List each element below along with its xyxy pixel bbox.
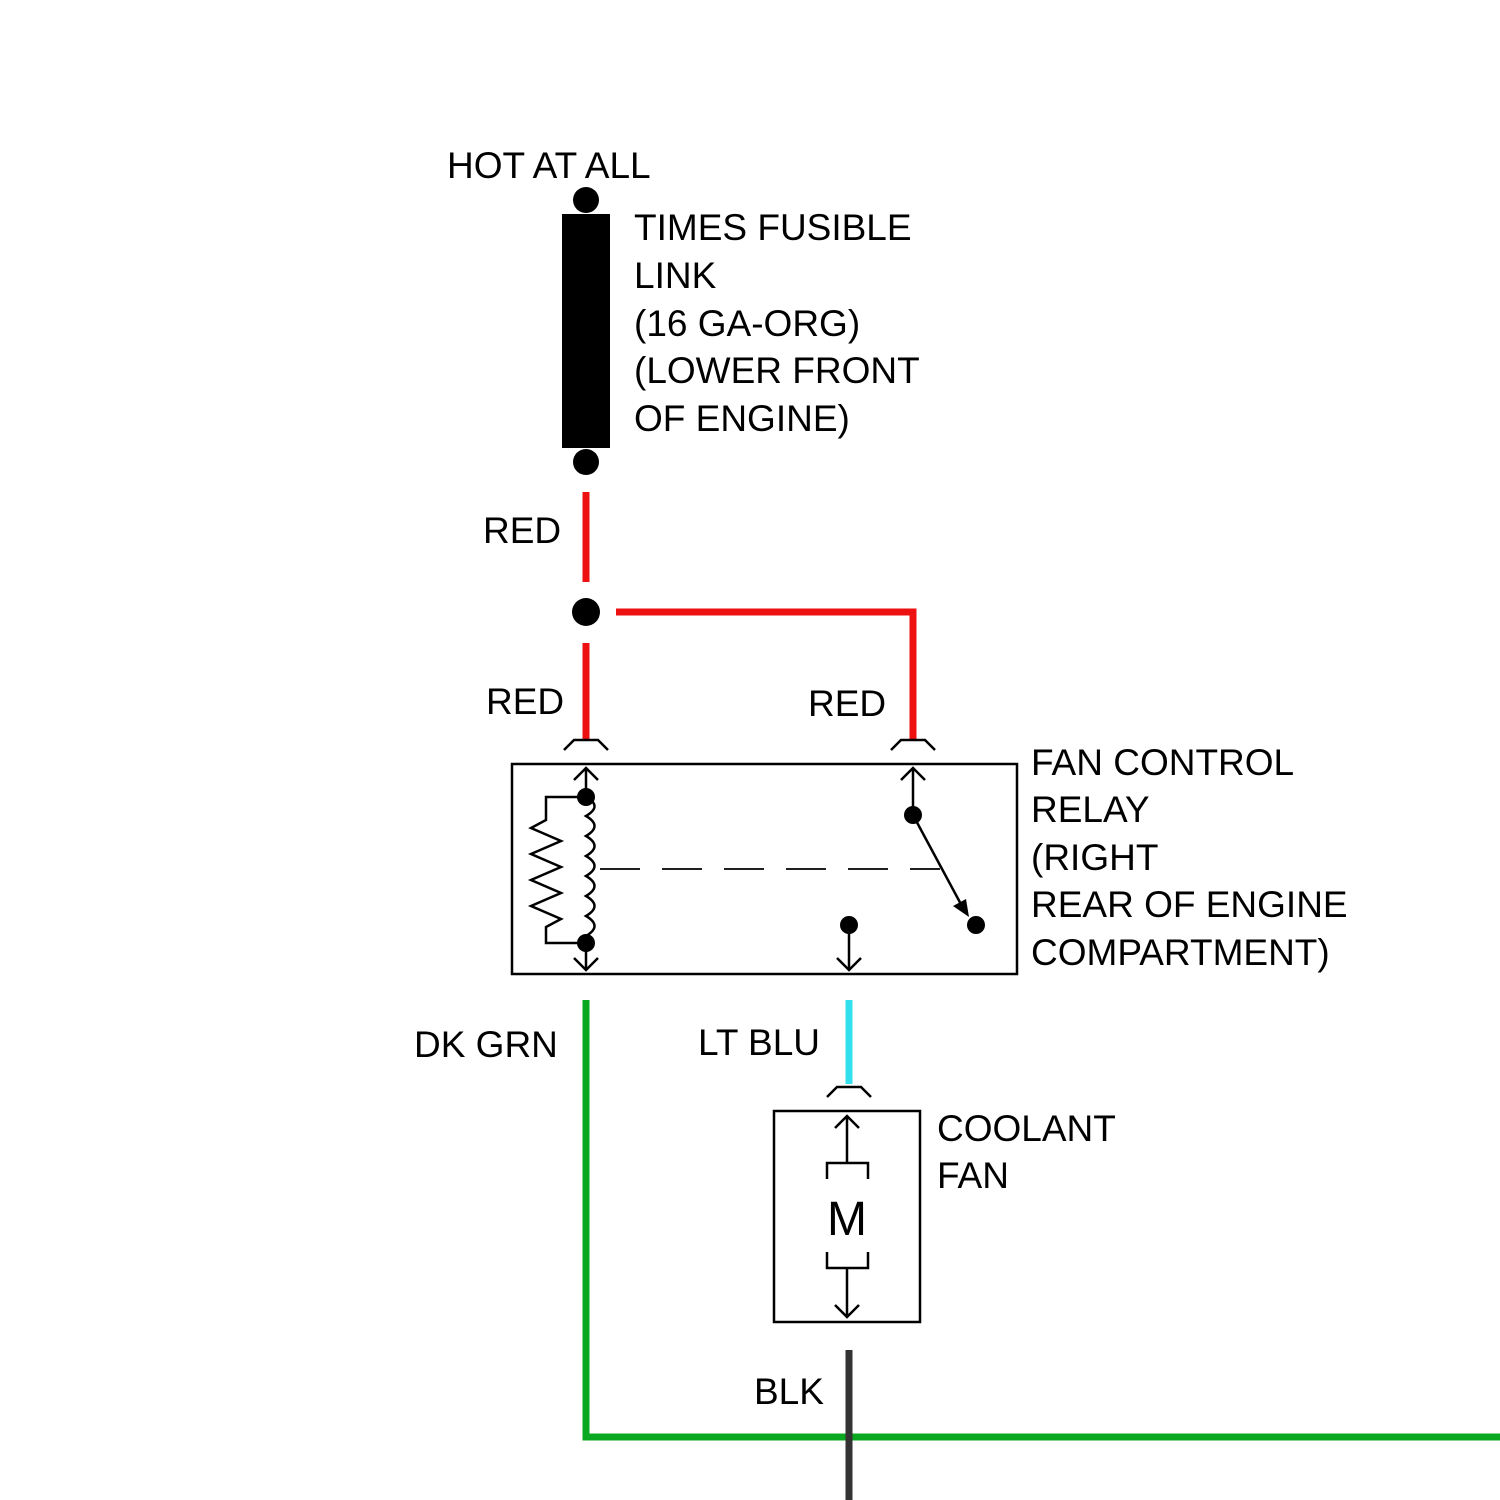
relay-connector-right-cap: [891, 740, 935, 750]
coolant-fan-connector-cap: [827, 1087, 871, 1097]
coolant-fan-input-arrow: [835, 1116, 859, 1163]
relay-switch-arm-arrowhead: [953, 899, 969, 917]
coolant-fan-output-arrow: [835, 1268, 859, 1317]
relay-output-arrow: [837, 925, 861, 970]
blk-wire-label: BLK: [754, 1371, 824, 1412]
relay-desc-line-5: COMPARTMENT): [1031, 932, 1330, 973]
relay-desc-line-3: (RIGHT: [1031, 837, 1158, 878]
motor-bracket-top: [827, 1163, 868, 1179]
red-wire-label-left: RED: [486, 681, 564, 722]
dk-grn-wire: [586, 1000, 1500, 1437]
relay-suppression-resistor: [531, 797, 586, 943]
relay-desc-line-1: FAN CONTROL: [1031, 742, 1294, 783]
fusible-link-top-terminal: [573, 187, 599, 213]
relay-desc-line-4: REAR OF ENGINE: [1031, 884, 1348, 925]
hot-at-all-label: HOT AT ALL: [447, 145, 651, 186]
fusible-link-desc-line-2: LINK: [634, 255, 717, 296]
relay-switch-arm: [913, 815, 963, 908]
fusible-link-bottom-terminal: [573, 449, 599, 475]
relay-coil: [586, 797, 595, 943]
relay-switch-contact: [967, 916, 985, 934]
fusible-link-desc-line-1: TIMES FUSIBLE: [634, 207, 912, 248]
dk-grn-wire-label: DK GRN: [414, 1024, 558, 1065]
red-wire-label-right: RED: [808, 683, 886, 724]
motor-bracket-bottom: [827, 1252, 868, 1268]
fusible-link-desc-line-5: OF ENGINE): [634, 398, 850, 439]
splice-junction: [572, 598, 600, 626]
relay-desc-line-2: RELAY: [1031, 789, 1150, 830]
motor-symbol: M: [827, 1193, 867, 1246]
red-wire-label-top: RED: [483, 510, 561, 551]
fusible-link-desc-line-3: (16 GA-ORG): [634, 303, 860, 344]
coolant-fan-desc-line-2: FAN: [937, 1155, 1009, 1196]
coolant-fan-desc-line-1: COOLANT: [937, 1108, 1116, 1149]
lt-blu-wire-label: LT BLU: [698, 1022, 820, 1063]
relay-connector-left-cap: [564, 740, 608, 750]
fusible-link-desc-line-4: (LOWER FRONT: [634, 350, 920, 391]
fusible-link-body: [562, 214, 610, 448]
